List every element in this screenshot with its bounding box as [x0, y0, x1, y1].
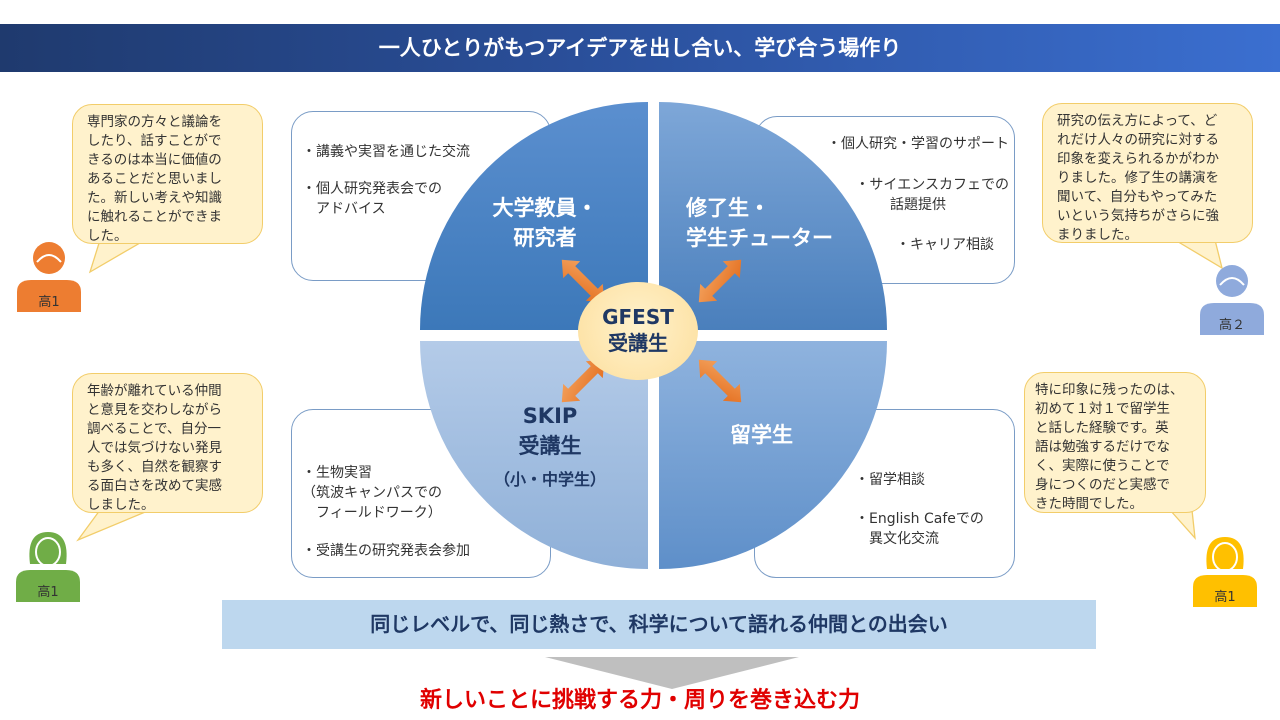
comment-bubble-1: 専門家の方々と議論をしたり、話すことができるのは本当に価値のあることだと思いまし…: [72, 104, 263, 244]
summary-band: 同じレベルで、同じ熱さで、科学について語れる仲間との出会い: [222, 600, 1096, 649]
person-icon-male-orange: 高1: [17, 240, 81, 312]
person-icon-female-yellow: 高1: [1193, 535, 1257, 607]
arrow-icon: [698, 259, 742, 303]
item: フィールドワーク）: [302, 505, 442, 521]
down-arrow-triangle: [545, 657, 799, 689]
arrow-icon: [561, 359, 605, 403]
item: ・個人研究発表会での: [302, 181, 442, 197]
item: ・English Cafeでの: [855, 511, 984, 527]
item: ・キャリア相談: [896, 237, 994, 253]
quadrant-label-alumni: 修了生・学生チューター: [686, 196, 833, 250]
item: 異文化交流: [855, 531, 939, 547]
item: ・個人研究・学習のサポート: [827, 136, 1009, 152]
comment-bubble-4: 特に印象に残ったのは、初めて１対１で留学生と話した経験です。英語は勉強するだけで…: [1024, 372, 1206, 513]
item: ・生物実習: [302, 465, 372, 481]
quadrant-skip: [420, 341, 648, 569]
person-icon-male-blue: 高２: [1200, 263, 1264, 335]
person-icon-female-green: 高1: [16, 530, 80, 602]
arrow-icon: [698, 359, 742, 403]
quadrant-label-intl: 留学生: [730, 423, 793, 447]
item: （筑波キャンパスでの: [302, 485, 442, 501]
arrow-icon: [561, 259, 605, 303]
item: ・留学相談: [855, 472, 925, 488]
quadrant-faculty: [420, 102, 648, 330]
quadrant-intl: [659, 341, 887, 569]
quadrant-label-faculty: 大学教員・研究者: [492, 196, 598, 250]
item: アドバイス: [302, 201, 386, 217]
quadrant-alumni: [659, 102, 887, 330]
item: ・受講生の研究発表会参加: [302, 543, 470, 559]
header-banner: 一人ひとりがもつアイデアを出し合い、学び合う場作り: [0, 24, 1280, 72]
result-text: 新しいことに挑戦する力・周りを巻き込む力: [419, 688, 860, 713]
item: 話題提供: [890, 197, 946, 213]
comment-bubble-3: 年齢が離れている仲間と意見を交わしながら調べることで、自分一人では気づけない発見…: [72, 373, 263, 513]
item: ・サイエンスカフェでの: [855, 177, 1009, 193]
comment-bubble-2: 研究の伝え方によって、どれだけ人々の研究に対する印象を変えられるかがわかりました…: [1042, 103, 1253, 243]
arrows: [561, 259, 742, 403]
item: ・講義や実習を通じた交流: [302, 144, 470, 160]
